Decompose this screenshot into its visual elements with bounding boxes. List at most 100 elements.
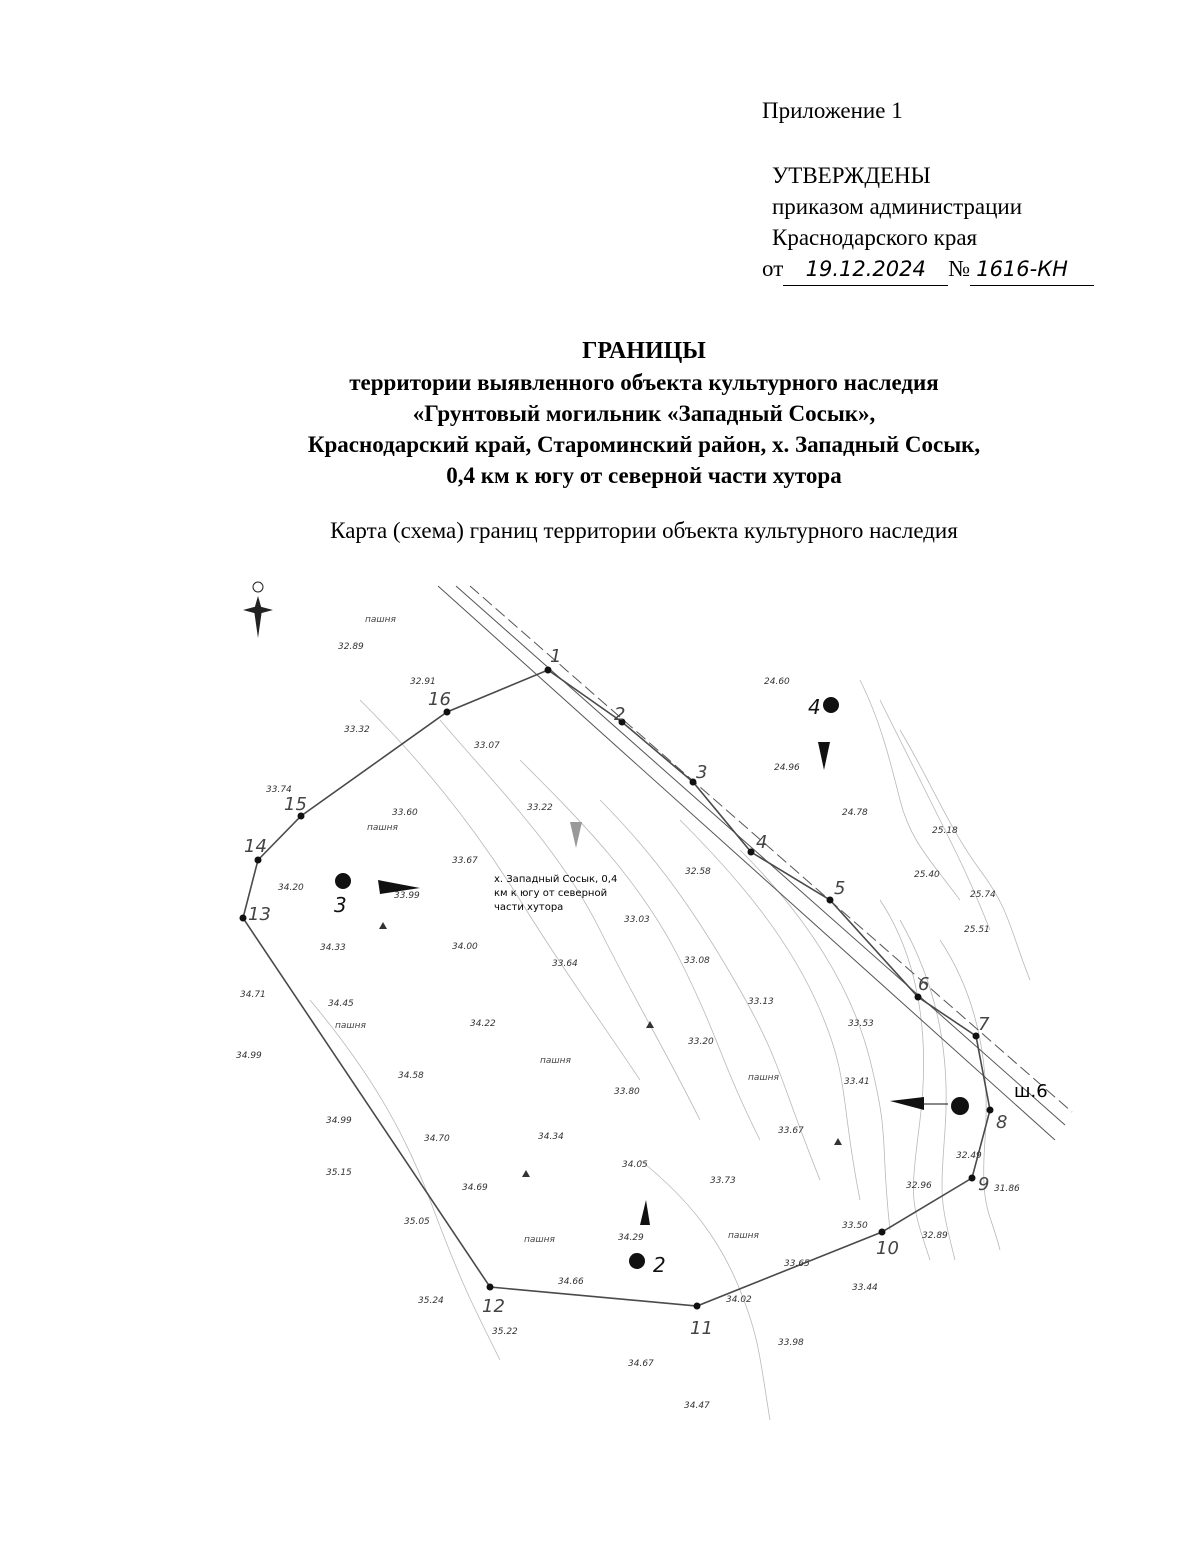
title-line-3: Краснодарский край, Староминский район, … [307,432,981,457]
location-note: х. Западный Сосык, 0,4 км к югу от север… [494,874,617,913]
land-use-label: пашня [335,1021,367,1031]
elevation-label: 33.13 [748,997,774,1007]
location-note-line: части хутора [494,902,563,913]
vertex-label: 1 [550,646,561,667]
elevation-label: 34.20 [278,883,304,893]
shaft-label: ш.6 [1014,1081,1048,1102]
map-subtitle: Карта (схема) границ территории объекта … [330,518,958,543]
vertex-label: 9 [978,1174,989,1195]
vertex-label: 4 [756,832,767,853]
elevation-label: 34.34 [538,1132,564,1142]
elevation-label: 25.74 [970,890,996,900]
elevation-label: 34.47 [684,1401,710,1411]
elevation-label: 33.67 [452,856,478,866]
elevation-label: 34.02 [726,1295,752,1305]
vertex-label: 5 [834,878,845,899]
approval-date: 19.12.2024 [783,254,949,286]
elevation-label: 32.91 [410,677,436,687]
vertex-label: 16 [428,689,451,710]
elevation-label: 33.20 [688,1037,714,1047]
elevation-label: 35.24 [418,1296,444,1306]
land-use-labels: пашня пашня пашня пашня пашня пашня пашн… [335,615,780,1245]
elevation-label: 24.78 [842,808,868,818]
elevation-label: 32.49 [956,1151,982,1161]
boundary-polygon [242,669,991,1307]
elevation-label: 34.29 [618,1233,644,1243]
elevation-label: 25.40 [914,870,940,880]
vertex-label: 6 [918,974,929,995]
elevation-label: 34.58 [398,1071,424,1081]
vertex-label: 13 [248,904,271,925]
vertex-label: 11 [690,1318,713,1339]
location-note-line: км к югу от северной [494,888,607,899]
title-line-2: «Грунтовый могильник «Западный Сосык», [412,401,876,426]
title-line-1: территории выявленного объекта культурно… [349,370,939,395]
elevation-label: 25.18 [932,826,958,836]
vertex-label: 10 [876,1238,899,1259]
location-note-line: х. Западный Сосык, 0,4 [494,874,617,885]
approved-line-2: Краснодарского края [772,225,978,250]
boundary-vertices [239,666,994,1310]
elevation-label: 34.69 [462,1183,488,1193]
object-marker-label: 3 [334,893,347,917]
vertex-label: 7 [978,1014,990,1035]
vertex-label: 14 [244,836,267,857]
direction-arrows [378,742,948,1225]
elevation-label: 34.71 [240,990,266,1000]
elevation-label: 33.50 [842,1221,868,1231]
elevation-label: 34.66 [558,1277,584,1287]
elevation-label: 33.07 [474,741,500,751]
elevation-label: 34.05 [622,1160,648,1170]
survey-triangles [379,922,842,1177]
elevation-label: 32.96 [906,1181,932,1191]
object-marker-label: 4 [808,695,821,719]
compass-icon [243,581,273,638]
elevation-label: 34.33 [320,943,346,953]
elevation-label: 33.03 [624,915,650,925]
elevation-label: 33.65 [784,1259,810,1269]
number-prefix: № [948,256,971,281]
land-use-label: пашня [728,1231,760,1241]
elevation-label: 33.08 [684,956,710,966]
elevation-label: 33.41 [844,1077,870,1087]
elevation-label: 34.00 [452,942,478,952]
elevation-label: 32.89 [338,642,364,652]
land-use-label: пашня [748,1073,780,1083]
object-markers: 4 3 2 [334,695,969,1277]
elevation-label: 24.60 [764,677,790,687]
elevation-label: 33.44 [852,1283,878,1293]
vertex-label: 15 [284,794,307,815]
vertex-label: 3 [696,762,707,783]
elevation-label: 33.60 [392,808,418,818]
date-prefix: от [762,256,784,281]
vertex-label: 8 [996,1112,1007,1133]
order-number: 1616-КН [970,254,1095,286]
elevation-label: 34.45 [328,999,354,1009]
elevation-label: 25.51 [964,925,990,935]
elevation-label: 33.32 [344,725,370,735]
elevation-label: 34.22 [470,1019,496,1029]
elevation-label: 34.99 [236,1051,262,1061]
elevation-label: 33.80 [614,1087,640,1097]
elevation-label: 33.74 [266,785,292,795]
title-main: ГРАНИЦЫ [582,338,706,364]
elevation-label: 33.67 [778,1126,804,1136]
road-lines [437,585,1073,1141]
approved-title: УТВЕРЖДЕНЫ [772,163,931,188]
land-use-label: пашня [524,1235,556,1245]
land-use-label: пашня [540,1056,572,1066]
elevation-label: 35.15 [326,1168,352,1178]
elevation-label: 34.99 [326,1116,352,1126]
elevation-label: 35.22 [492,1327,518,1337]
appendix-label: Приложение 1 [762,98,903,123]
object-marker-label: 2 [653,1253,666,1277]
elevation-label: 34.70 [424,1134,450,1144]
elevation-label: 32.89 [922,1231,948,1241]
title-line-4: 0,4 км к югу от северной части хутора [446,463,842,488]
boundary-map: 1 2 3 4 5 6 7 8 9 10 11 12 13 14 15 16 4… [0,560,1200,1553]
elevation-label: 34.67 [628,1359,654,1369]
elevation-label: 33.99 [394,891,420,901]
approval-block: УТВЕРЖДЕНЫ приказом администрации Красно… [762,160,1095,286]
spot-elevations: 32.89 32.91 33.32 33.07 33.74 33.60 33.2… [236,642,1020,1411]
land-use-label: пашня [365,615,397,625]
